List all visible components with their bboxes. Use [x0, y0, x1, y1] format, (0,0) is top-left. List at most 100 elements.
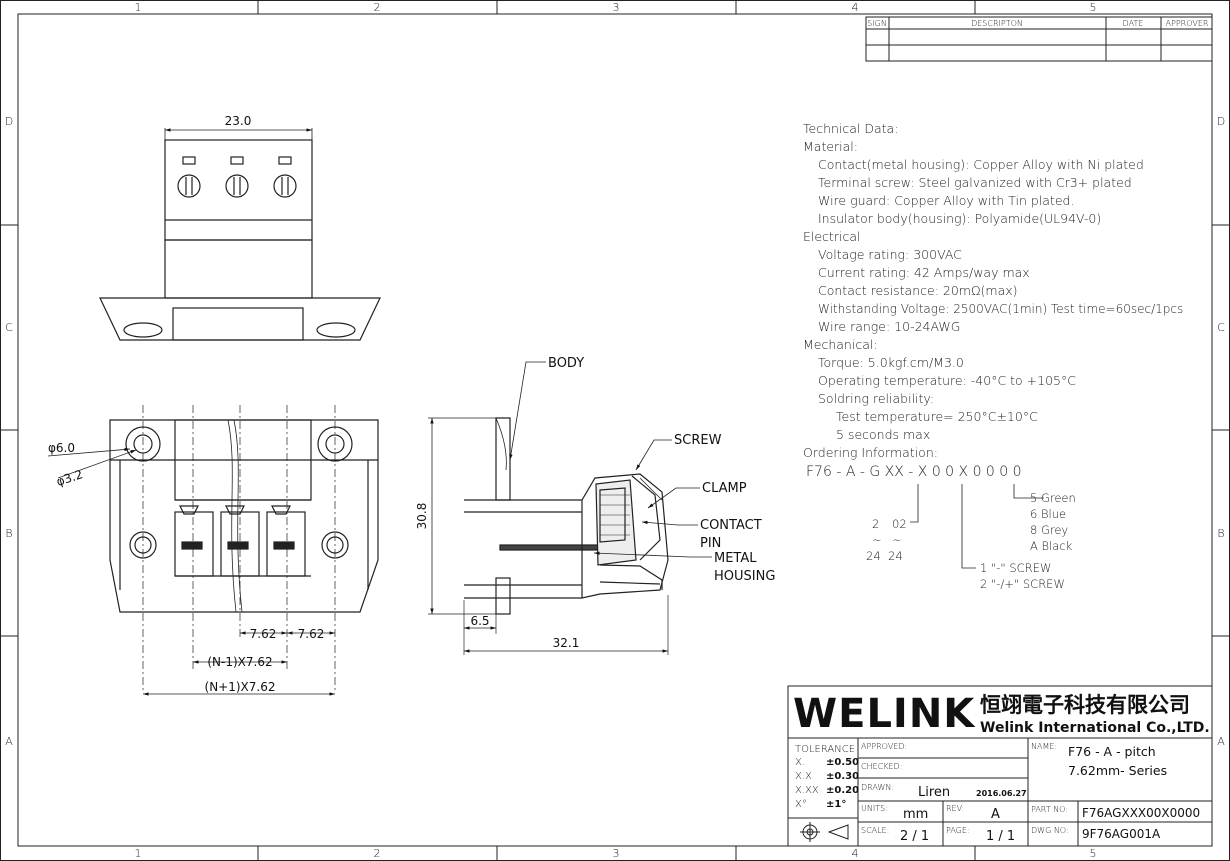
tolerance-value: ±1° — [826, 799, 846, 810]
color-option: 6 Blue — [1030, 507, 1066, 521]
ordering-code: F76 - A - G XX - X 0 0 X 0 0 0 0 — [806, 464, 1022, 480]
tolerance-key: X.X — [795, 771, 812, 782]
rev-description-header: DESCRIPTON — [971, 19, 1023, 28]
part-no-value: F76AGXXX00X0000 — [1082, 806, 1200, 820]
pin-range: 2 — [872, 517, 879, 531]
pin-range: ~ — [872, 533, 882, 547]
row-label: C — [5, 321, 13, 334]
drawn-label: DRAWN: — [861, 783, 894, 792]
row-label: D — [5, 115, 13, 128]
tech-line: Test temperature= 250°C±10°C — [836, 409, 1038, 424]
row-label: B — [1217, 527, 1224, 540]
tech-line: Contact(metal housing): Copper Alloy wit… — [818, 157, 1144, 172]
callouts: BODY SCREW CLAMP CONTACT PIN METAL HOUSI… — [548, 356, 775, 584]
tech-line: Material: — [803, 139, 858, 154]
tech-line: Wire range: 10-24AWG — [818, 319, 960, 334]
tech-line: Insulator body(housing): Polyamide(UL94V… — [818, 211, 1101, 226]
screw-option: 1 "-" SCREW — [980, 561, 1051, 575]
scale-value: 2 / 1 — [900, 829, 929, 844]
color-option: 8 Grey — [1030, 523, 1068, 537]
tolerance-label: TOLERANCE — [795, 744, 855, 755]
dim-hole-large: φ6.0 — [48, 441, 75, 455]
tech-line: Torque: 5.0kgf.cm/M3.0 — [818, 355, 964, 370]
ordering-options: 5 Green 6 Blue 8 Grey A Black 2 02 ~ ~ 2… — [866, 491, 1076, 591]
col-label: 5 — [1090, 1, 1097, 14]
rev-value: A — [991, 807, 1000, 822]
color-option: 5 Green — [1030, 491, 1076, 505]
tolerance-key: X. — [795, 757, 805, 768]
rev-date-header: DATE — [1123, 19, 1144, 28]
revision-block: SIGN DESCRIPTON DATE APPROVER — [865, 16, 1213, 62]
rev-sign-header: SIGN — [867, 19, 887, 28]
callout-housing: HOUSING — [714, 569, 775, 584]
name-line-2: 7.62mm- Series — [1068, 763, 1167, 778]
company-logo: WELINK — [793, 691, 976, 737]
callout-screw: SCREW — [674, 433, 722, 448]
col-label: 1 — [135, 847, 142, 860]
pin-range: 02 — [892, 517, 907, 531]
tolerance-key: X° — [795, 799, 807, 810]
page-label: PAGE: — [946, 826, 970, 835]
page-value: 1 / 1 — [986, 829, 1015, 844]
part-no-label: PART NO: — [1031, 805, 1068, 814]
rev-approver-header: APPROVER — [1166, 19, 1209, 28]
company-name-cn: 恒翊電子科技有限公司 — [980, 693, 1190, 717]
tolerance-value: ±0.30 — [826, 771, 859, 782]
top-view — [99, 128, 381, 341]
dwg-no-label: DWG NO: — [1031, 826, 1069, 835]
dim-pitch-a: 7.62 — [250, 627, 277, 641]
side-view — [428, 361, 712, 655]
row-label: B — [5, 527, 12, 540]
col-label: 2 — [374, 847, 381, 860]
callout-clamp: CLAMP — [702, 481, 747, 496]
tech-line: Operating temperature: -40°C to +105°C — [818, 373, 1076, 388]
front-view — [47, 405, 379, 696]
dim-flange: 6.5 — [470, 614, 489, 628]
tech-line: Ordering Information: — [803, 445, 938, 460]
col-label: 2 — [374, 1, 381, 14]
tech-line: Terminal screw: Steel galvanized with Cr… — [818, 175, 1132, 190]
drawn-by: Liren — [918, 785, 950, 800]
name-line-1: F76 - A - pitch — [1068, 744, 1156, 759]
tech-line: Wire guard: Copper Alloy with Tin plated… — [818, 193, 1074, 208]
scale-label: SCALE: — [861, 826, 889, 835]
callout-body: BODY — [548, 356, 584, 371]
row-label: A — [5, 735, 13, 748]
col-label: 4 — [852, 847, 859, 860]
dim-hole-small: φ3.2 — [55, 467, 85, 489]
pin-range: 24 — [866, 549, 881, 563]
tech-line: Electrical — [803, 229, 860, 244]
col-label: 3 — [613, 847, 620, 860]
checked-label: CHECKED: — [861, 762, 902, 771]
company-name-en: Welink International Co.,LTD. — [980, 720, 1210, 736]
zone-labels: 1 2 3 4 5 1 2 3 4 5 D C B A D C B A — [5, 1, 1225, 860]
tech-line: Technical Data: — [803, 121, 898, 136]
col-label: 3 — [613, 1, 620, 14]
name-label: NAME: — [1031, 742, 1057, 751]
tolerance-value: ±0.50 — [826, 757, 859, 768]
col-label: 1 — [135, 1, 142, 14]
dim-height: 30.8 — [415, 503, 429, 530]
screw-option: 2 "-/+" SCREW — [980, 577, 1065, 591]
callout-pin: PIN — [700, 536, 721, 551]
technical-data: Technical Data: Material: Contact(metal … — [803, 121, 1183, 460]
dim-depth: 32.1 — [553, 636, 580, 650]
approved-label: APPROVED: — [861, 742, 907, 751]
tech-line: Current rating: 42 Amps/way max — [818, 265, 1030, 280]
dim-pitch-b: 7.62 — [298, 627, 325, 641]
tech-line: Soldring reliability: — [818, 391, 934, 406]
pin-range: ~ — [892, 533, 902, 547]
tech-line: Withstanding Voltage: 2500VAC(1min) Test… — [818, 302, 1183, 316]
title-block: WELINK 恒翊電子科技有限公司 Welink International C… — [787, 685, 1213, 847]
callout-metal: METAL — [714, 551, 757, 566]
rev-label: REV: — [946, 804, 964, 813]
units-label: UNITS: — [861, 804, 888, 813]
row-label: C — [1217, 321, 1225, 334]
col-label: 5 — [1090, 847, 1097, 860]
color-option: A Black — [1030, 539, 1073, 553]
tolerance-value: ±0.20 — [826, 785, 859, 796]
tech-line: Mechanical: — [803, 337, 878, 352]
callout-contact: CONTACT — [700, 518, 762, 533]
tech-line: 5 seconds max — [836, 427, 930, 442]
